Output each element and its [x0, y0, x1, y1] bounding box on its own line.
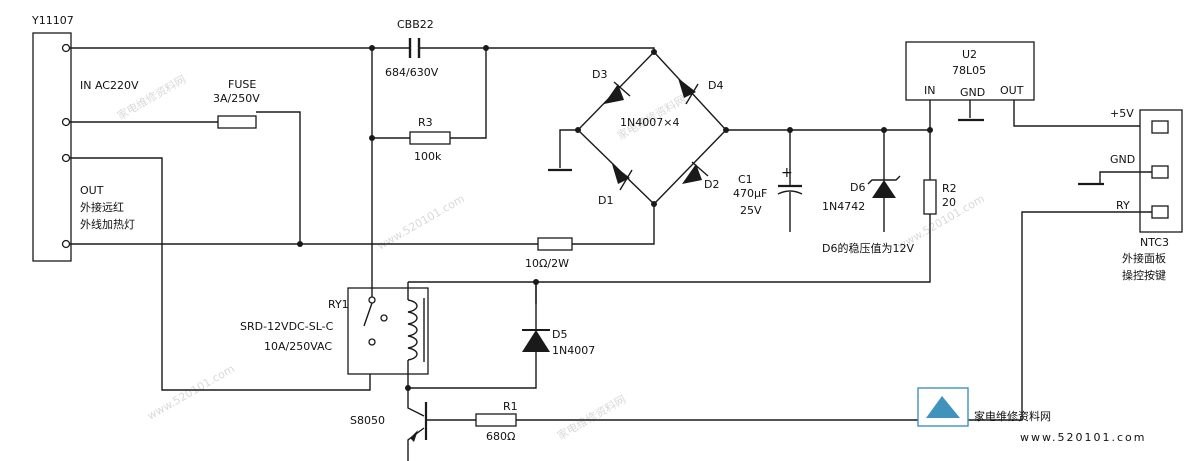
resistor-r3	[409, 131, 451, 145]
ac-input-label: IN AC220V	[80, 79, 139, 92]
regulator-u2	[905, 41, 1035, 101]
heater-label-line1: 外接远红	[80, 201, 124, 214]
connector-label: Y11107	[31, 14, 74, 27]
capacitor-cbb22	[408, 38, 421, 58]
diode-d5	[408, 282, 550, 389]
r2-value: 20	[942, 196, 956, 209]
resistor-10ohm	[537, 237, 573, 251]
d4-label: D4	[708, 79, 723, 92]
bridge-rectifier	[577, 51, 727, 205]
relay-contact	[363, 296, 388, 346]
wire-ry	[572, 211, 1152, 421]
d1-label: D1	[598, 194, 613, 207]
panel-label-line1: 外接面板	[1122, 251, 1166, 265]
u2-gnd-pin: GND	[960, 86, 985, 99]
ry1-part: SRD-12VDC-SL-C	[240, 320, 334, 333]
transistor-label: S8050	[350, 414, 385, 427]
u2-label: U2	[962, 48, 977, 61]
d2-label: D2	[704, 178, 719, 191]
wire-heater-out	[70, 157, 371, 391]
resistor-r1	[475, 413, 517, 427]
wire-r3-left	[371, 48, 410, 139]
r1-label: R1	[503, 400, 518, 413]
logo-text: 家电维修资料网	[974, 409, 1051, 423]
ry1-rating: 10A/250VAC	[264, 340, 332, 353]
c1-value-cap: 470μF	[733, 187, 767, 200]
fuse-value: 3A/250V	[213, 92, 260, 105]
wire-r2-bottom	[535, 214, 931, 304]
wire-r3-right	[450, 48, 487, 139]
site-logo: 家电维修资料网 www.520101.com	[917, 387, 1146, 444]
logo-url: www.520101.com	[1020, 431, 1146, 444]
wire-bottom-right	[572, 204, 655, 245]
d3-label: D3	[592, 68, 607, 81]
resistor-r2	[923, 179, 937, 215]
wire-5v	[1013, 100, 1150, 127]
wire-top-right	[419, 47, 655, 52]
wire-ntc3-gnd	[1099, 171, 1152, 184]
watermark-text: 家电维修资料网	[555, 392, 629, 443]
wire-bridge-gnd	[559, 129, 578, 168]
ntc3-ry-label: RY	[1116, 199, 1130, 212]
watermark-url: www.520101.com	[145, 362, 237, 422]
ntc3-pin-gnd	[1151, 165, 1169, 179]
fuse	[217, 115, 257, 129]
ntc3-pin-5v	[1151, 120, 1169, 134]
output-label: OUT	[80, 184, 104, 197]
r3-value: 100k	[414, 150, 442, 163]
c1-plus-sign: +	[781, 165, 793, 181]
relay-coil	[407, 298, 425, 362]
ntc3-gnd-label: GND	[1110, 153, 1135, 166]
fuse-label: FUSE	[228, 78, 256, 91]
r1-value: 680Ω	[486, 430, 515, 443]
bridge-part: 1N4007×4	[620, 116, 679, 129]
capacitor-c1: +	[777, 130, 803, 232]
u2-part: 78L05	[952, 64, 986, 77]
u2-out-pin: OUT	[1000, 84, 1024, 97]
d6-part: 1N4742	[822, 200, 865, 213]
d5-part: 1N4007	[552, 344, 595, 357]
ntc3-label: NTC3	[1140, 236, 1169, 249]
cbb22-value: 684/630V	[385, 66, 439, 79]
ry1-label: RY1	[328, 298, 349, 311]
transistor-s8050	[407, 388, 476, 461]
panel-label-line2: 操控按键	[1122, 268, 1166, 282]
heater-label-line2: 外线加热灯	[80, 217, 135, 231]
u2-in-pin: IN	[924, 84, 935, 97]
d6-label: D6	[850, 181, 865, 194]
r-series-value: 10Ω/2W	[525, 257, 569, 270]
ntc3-5v-label: +5V	[1110, 107, 1134, 120]
zener-d6	[867, 130, 901, 232]
zener-note: D6的稳压值为12V	[822, 241, 914, 255]
c1-value-volt: 25V	[740, 204, 762, 217]
cbb22-label: CBB22	[397, 18, 434, 31]
connector-y11107	[32, 32, 72, 262]
relay-ry1	[347, 287, 429, 375]
wire-fuse-right	[256, 111, 301, 244]
d5-label: D5	[552, 328, 567, 341]
r2-label: R2	[942, 182, 957, 195]
ntc3-pin-ry	[1151, 205, 1169, 219]
r3-label: R3	[418, 116, 433, 129]
c1-label: C1	[738, 173, 753, 186]
